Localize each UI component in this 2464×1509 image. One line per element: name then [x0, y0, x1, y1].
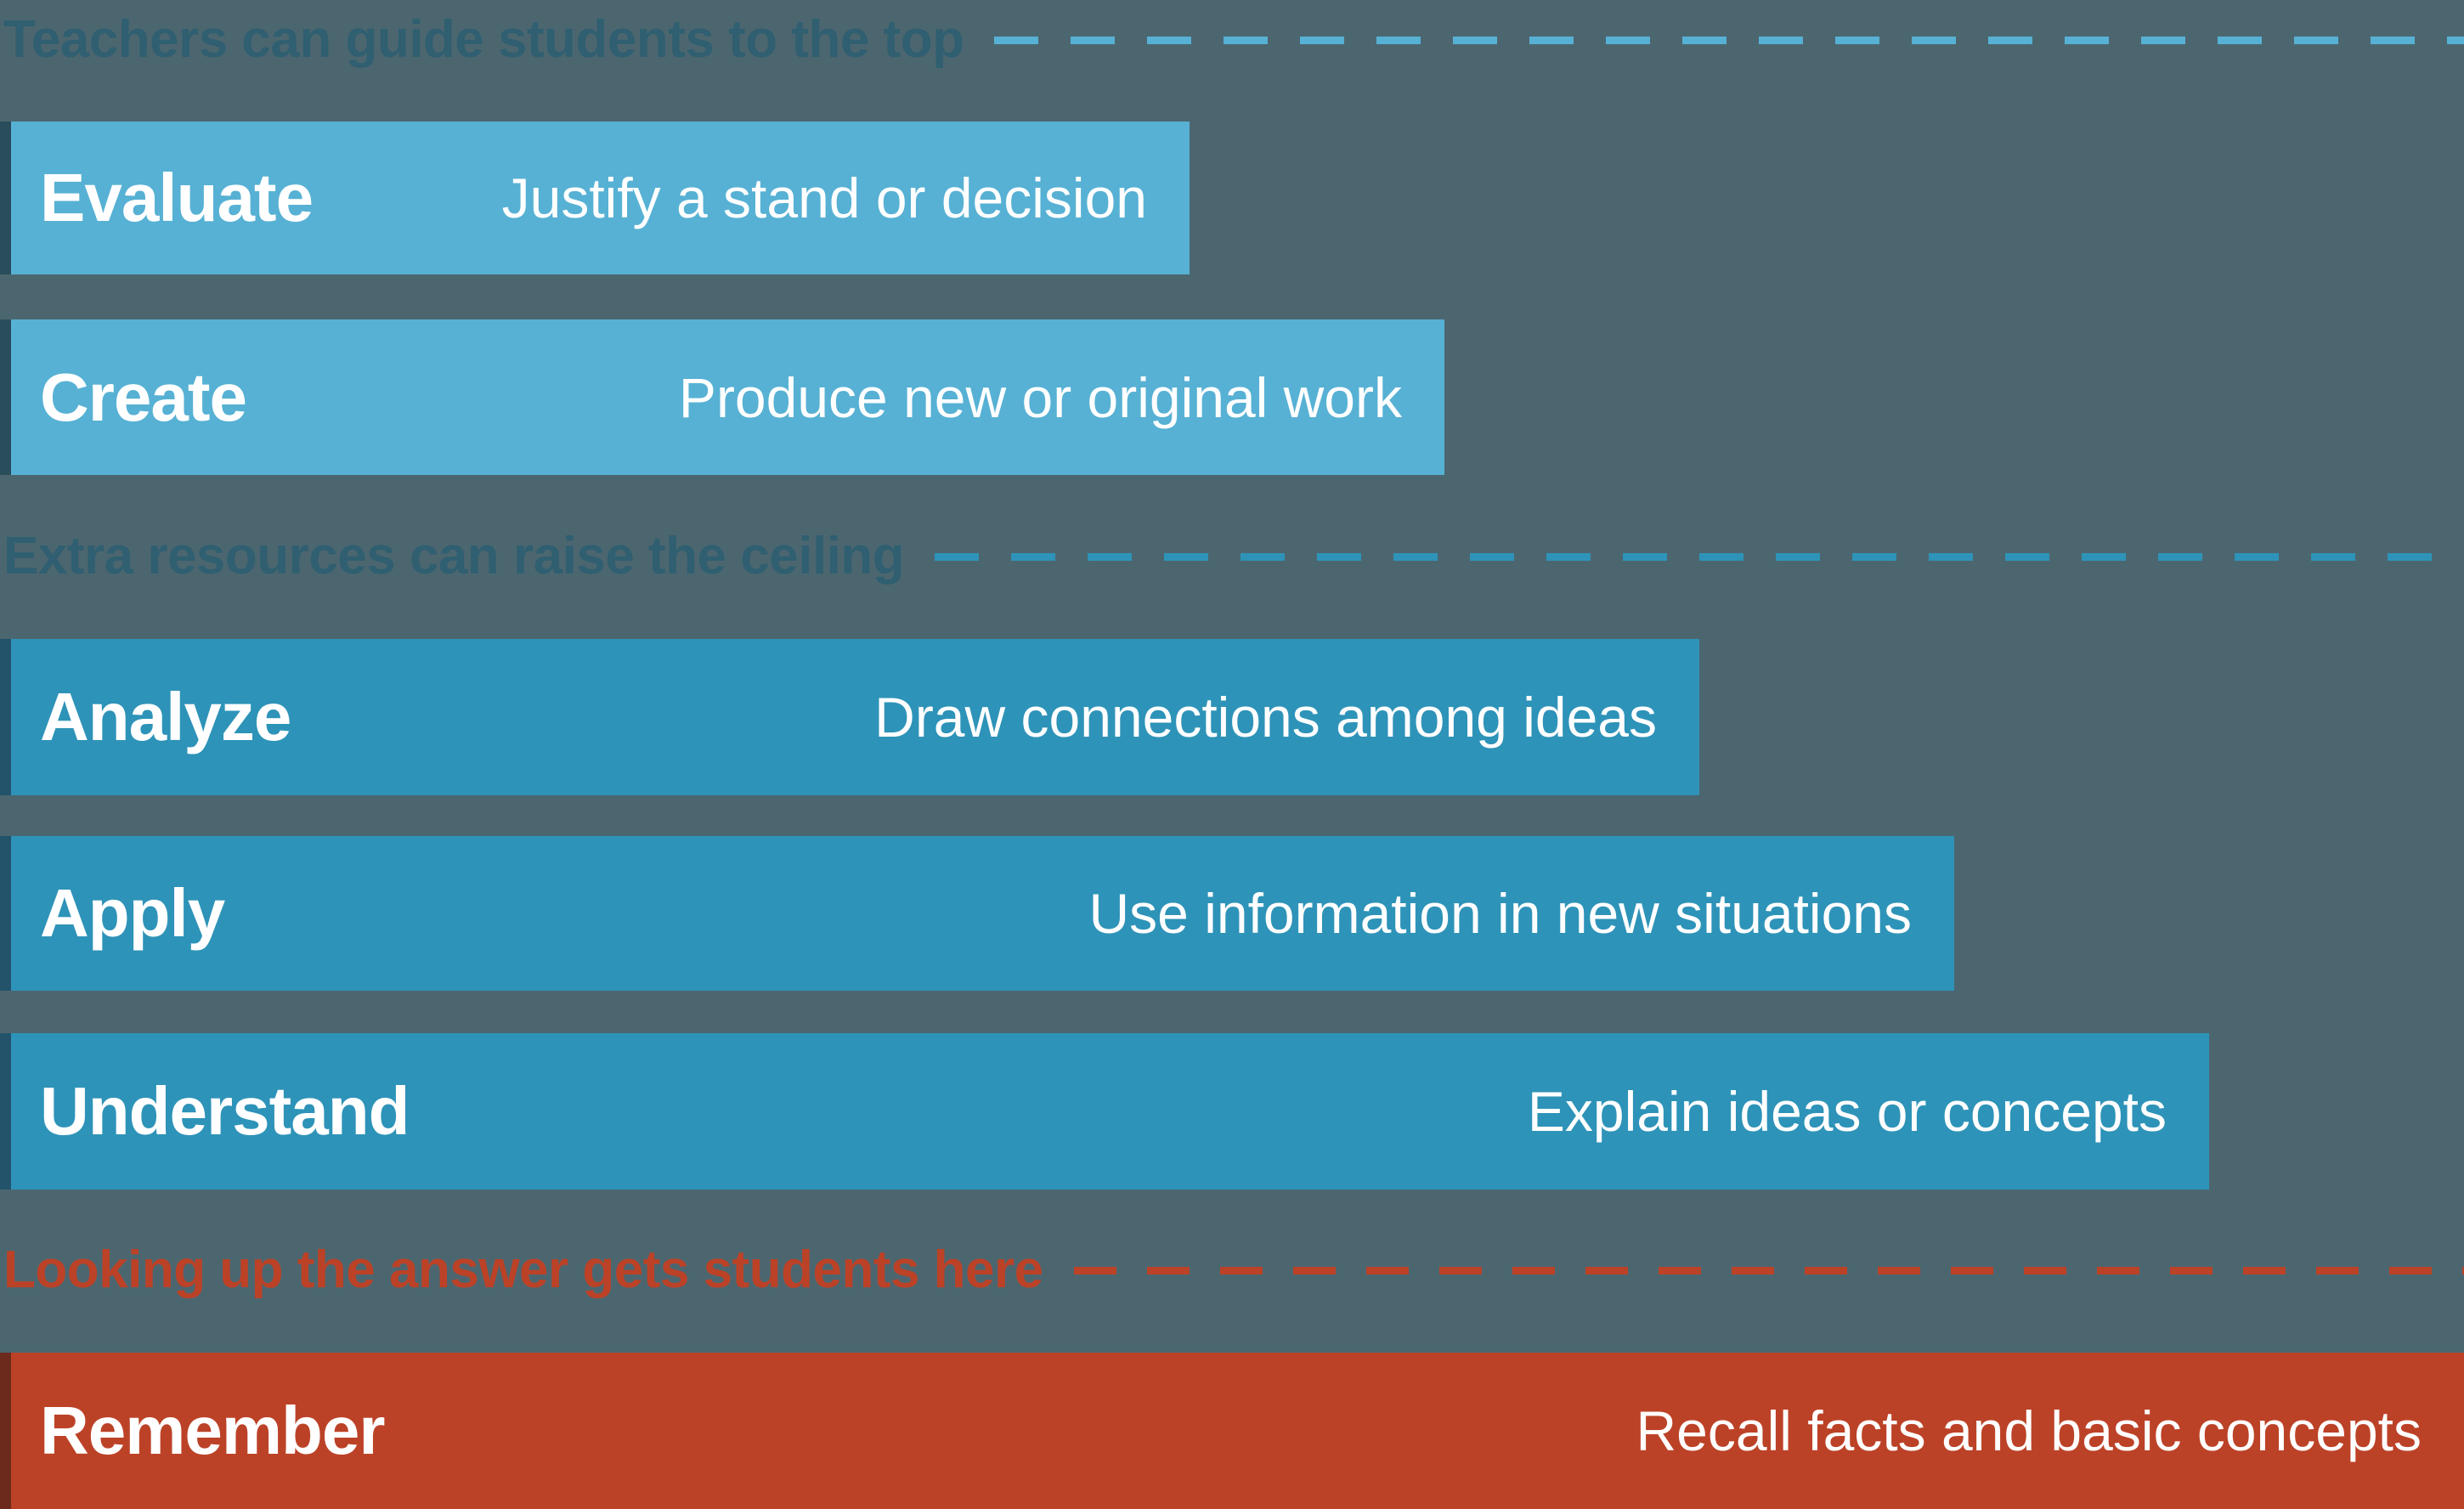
bar-evaluate[interactable]: Evaluate Justify a stand or decision [0, 122, 1190, 274]
bar-left-edge [0, 836, 11, 991]
bar-left-edge [0, 319, 11, 475]
dashed-rule-middle [935, 552, 2464, 561]
bar-title-remember: Remember [40, 1393, 386, 1468]
annotation-row-middle: Extra resources can raise the ceiling [0, 528, 2464, 585]
bar-description-create: Produce new or original work [678, 365, 1402, 429]
bar-title-create: Create [40, 359, 247, 435]
bar-title-apply: Apply [40, 875, 225, 951]
annotation-row-top: Teachers can guide students to the top [0, 12, 2464, 68]
annotation-label-extra-resources: Extra resources can raise the ceiling [3, 527, 905, 585]
bar-understand[interactable]: Understand Explain ideas or concepts [0, 1033, 2209, 1190]
annotation-label-looking-up-answer: Looking up the answer gets students here [3, 1241, 1043, 1299]
dashed-rule-top [994, 36, 2464, 44]
annotation-row-bottom: Looking up the answer gets students here [0, 1242, 2464, 1298]
bar-left-edge [0, 122, 11, 274]
bar-title-analyze: Analyze [40, 679, 291, 754]
bar-description-analyze: Draw connections among ideas [874, 686, 1657, 749]
bar-description-apply: Use information in new situations [1088, 882, 1912, 945]
bar-title-understand: Understand [40, 1073, 410, 1149]
bar-left-edge [0, 1353, 11, 1509]
bar-left-edge [0, 639, 11, 795]
bar-analyze[interactable]: Analyze Draw connections among ideas [0, 639, 1699, 795]
bar-remember[interactable]: Remember Recall facts and basic concepts [0, 1353, 2464, 1509]
dashed-rule-bottom [1073, 1266, 2464, 1274]
bar-create[interactable]: Create Produce new or original work [0, 319, 1444, 475]
bar-apply[interactable]: Apply Use information in new situations [0, 836, 1954, 991]
bar-description-evaluate: Justify a stand or decision [501, 167, 1147, 229]
annotation-label-teachers-guide: Teachers can guide students to the top [3, 10, 964, 69]
bar-description-remember: Recall facts and basic concepts [1636, 1399, 2422, 1462]
bar-title-evaluate: Evaluate [40, 160, 314, 235]
bar-description-understand: Explain ideas or concepts [1527, 1080, 2167, 1143]
bar-left-edge [0, 1033, 11, 1190]
